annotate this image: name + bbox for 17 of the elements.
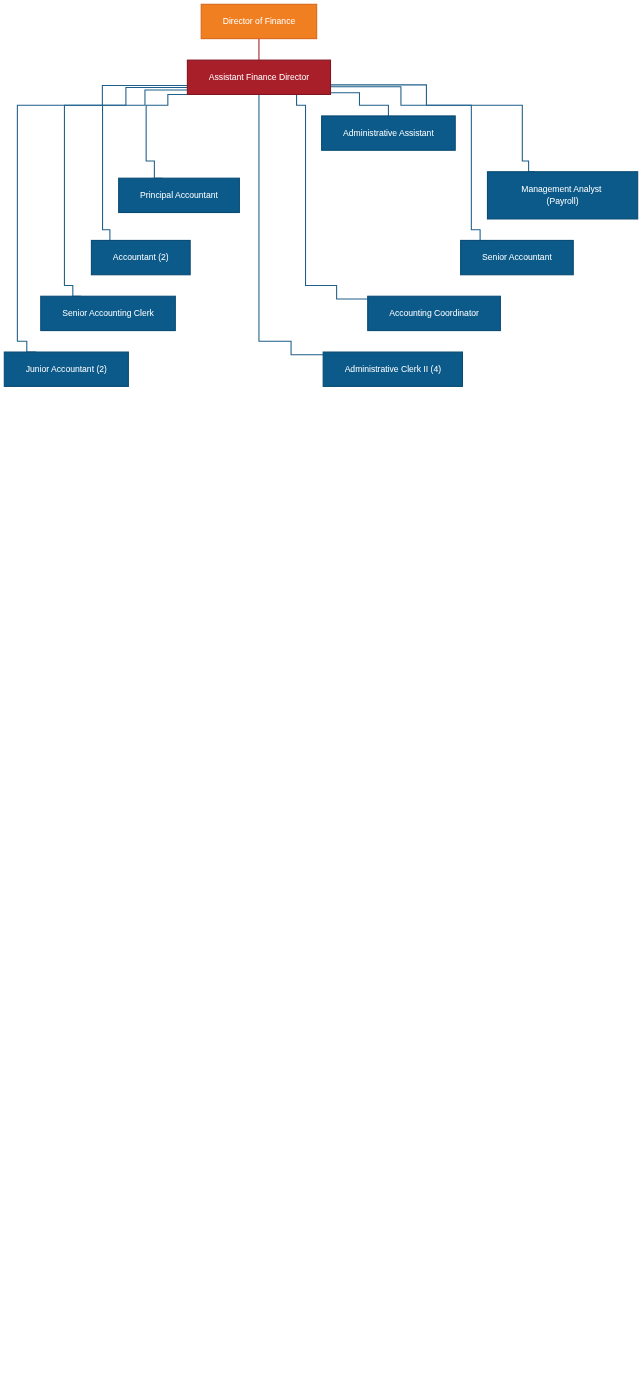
node-box: Management Analyst (Payroll) bbox=[486, 171, 639, 220]
node-box: Accounting Coordinator bbox=[367, 295, 501, 332]
connector bbox=[102, 89, 188, 241]
node-box: Accountant (2) bbox=[90, 239, 191, 276]
node-box: Director of Finance bbox=[200, 3, 318, 40]
connector bbox=[16, 85, 188, 353]
connector bbox=[63, 87, 188, 297]
node-box: Administrative Assistant bbox=[321, 115, 456, 151]
node-box: Principal Accountant bbox=[118, 177, 240, 214]
connector bbox=[258, 38, 260, 61]
node-box: Senior Accounting Clerk bbox=[40, 295, 176, 332]
node-box: Senior Accountant bbox=[460, 239, 574, 276]
node-box: Administrative Clerk II (4) bbox=[322, 351, 464, 387]
node-box: Junior Accountant (2) bbox=[3, 351, 129, 387]
connector bbox=[330, 92, 389, 117]
connector bbox=[258, 93, 324, 356]
node-box: Assistant Finance Director bbox=[186, 59, 332, 95]
